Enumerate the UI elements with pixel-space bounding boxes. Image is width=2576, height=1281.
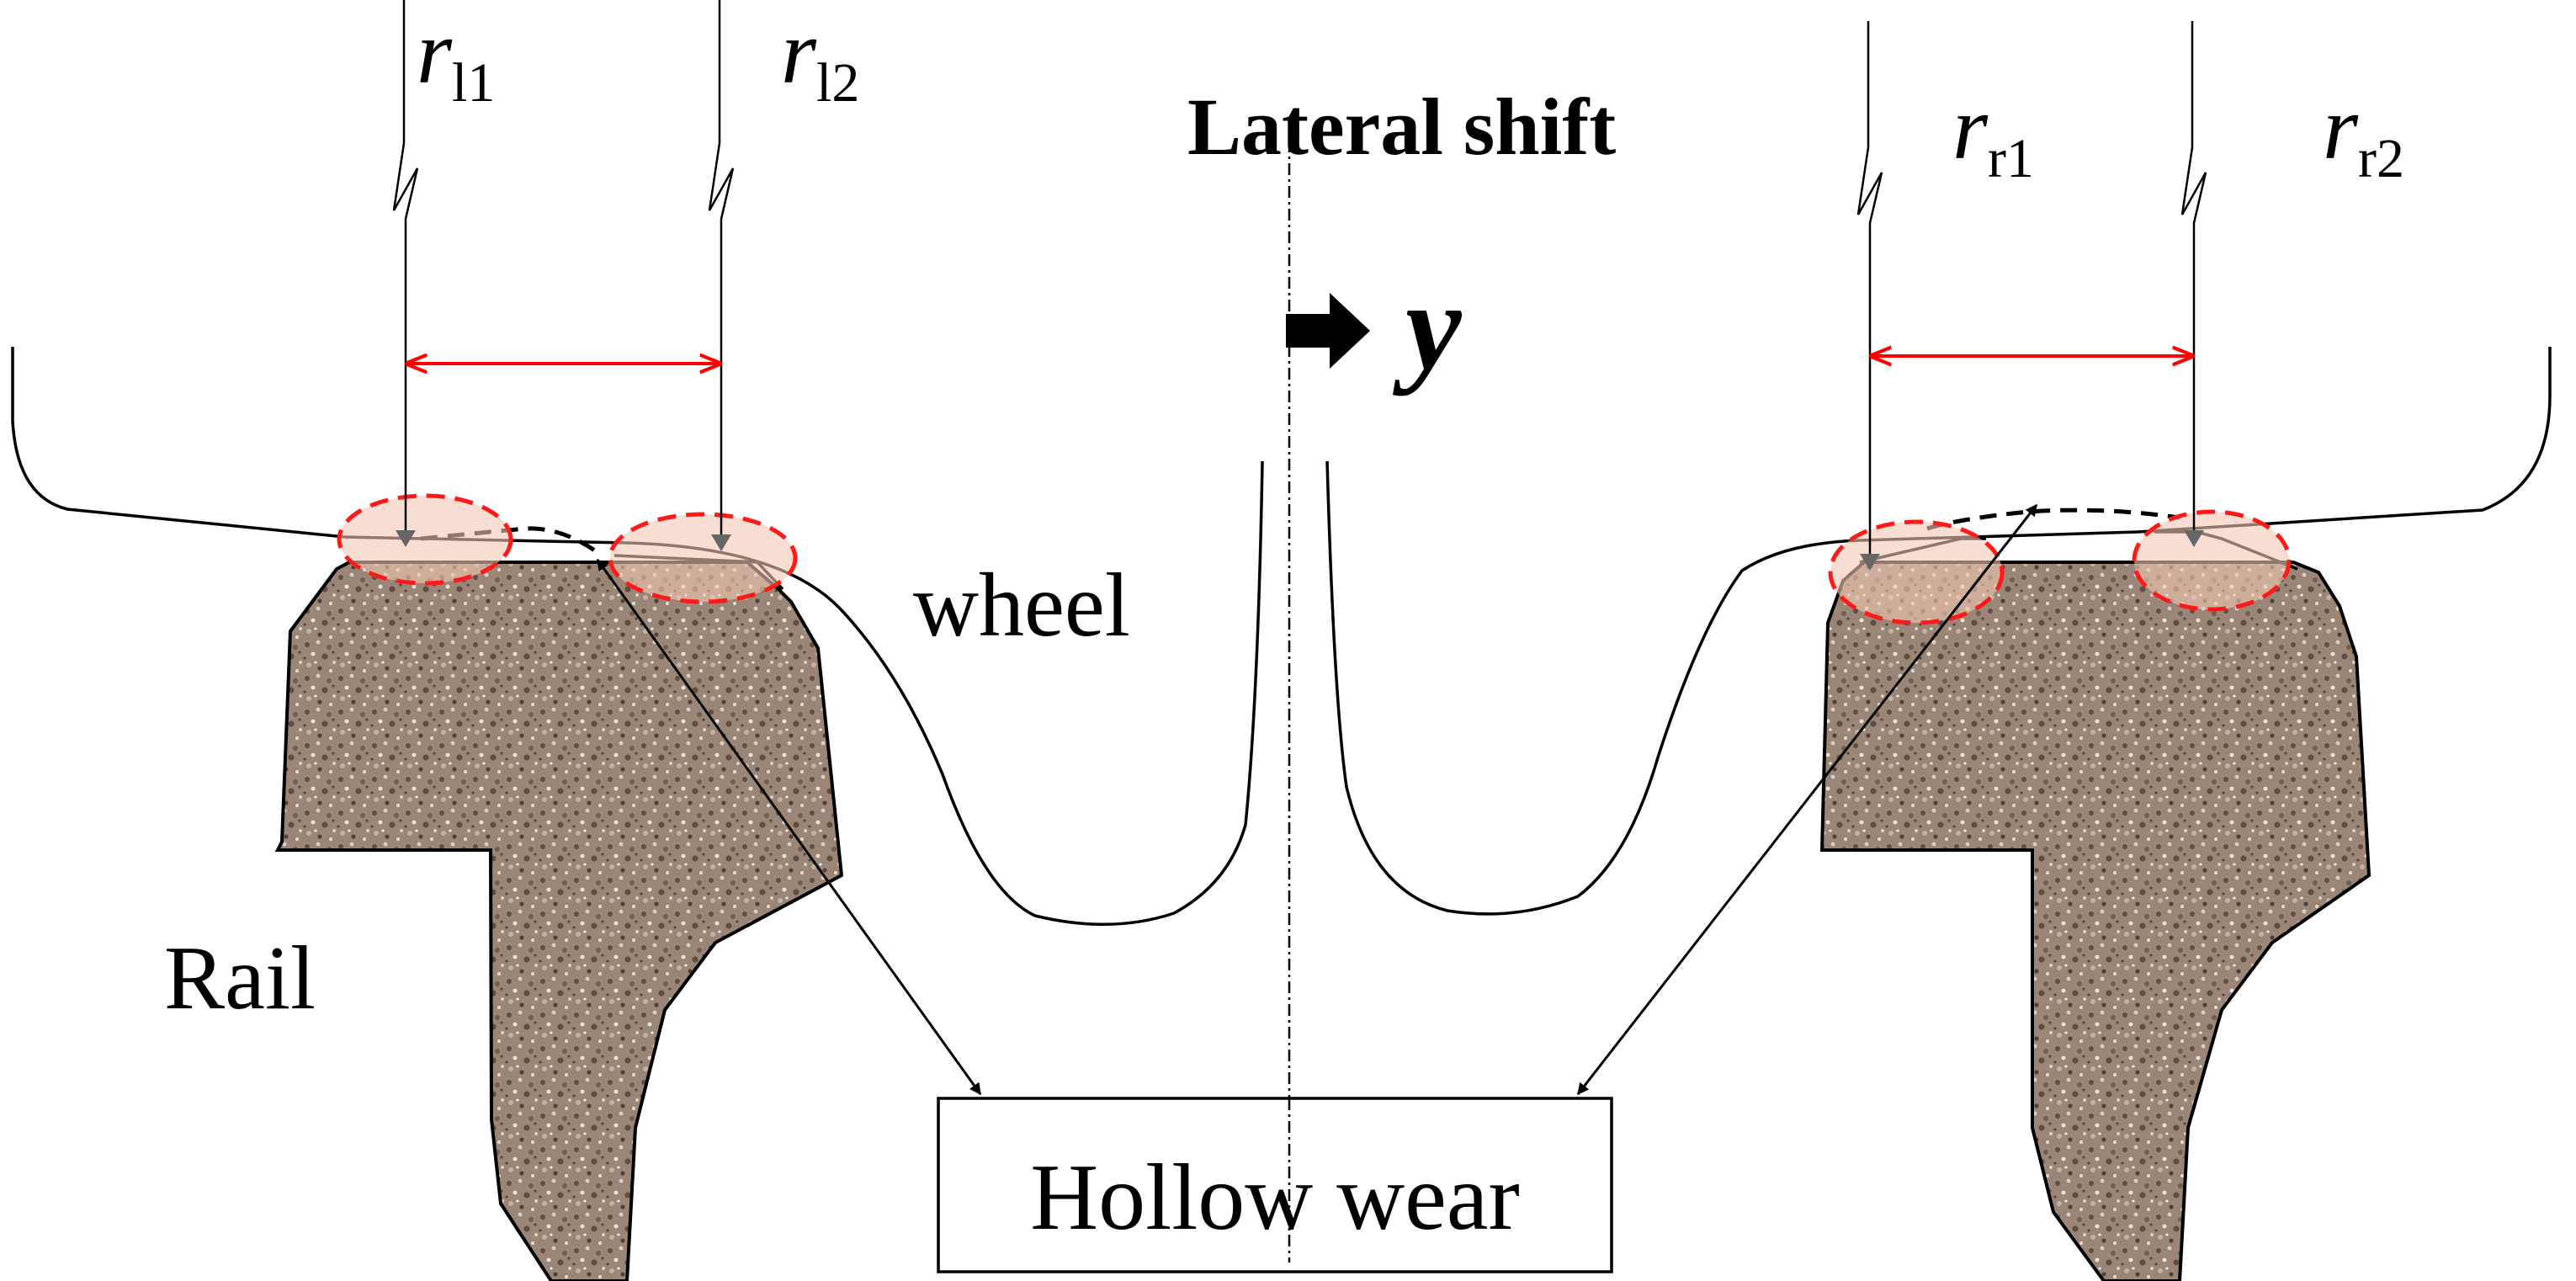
right-original-profile-dashed: [1926, 508, 2180, 531]
label-r-l2: rl2: [781, 3, 859, 114]
hollow-wear-leaders: [596, 503, 2038, 1096]
leader-left-wear: [596, 558, 982, 1096]
lateral-shift-arrow-icon: [1286, 293, 1370, 369]
contact-zone-r1: [1828, 519, 2005, 625]
radius-line-r1: [1856, 21, 1883, 554]
label-r-r2: rr2: [2323, 78, 2404, 189]
contact-zone-l1: [337, 493, 513, 586]
contact-zone-l2: [608, 512, 798, 604]
label-r-r1: rr1: [1952, 78, 2034, 189]
radius-arrowhead-l2: [711, 534, 731, 551]
leader-right-wear: [1576, 503, 2038, 1096]
radius-line-r2: [2180, 21, 2207, 530]
radius-arrowhead-l1: [396, 530, 416, 547]
lateral-shift-label: Lateral shift: [1187, 82, 1616, 172]
rail-label: Rail: [164, 928, 316, 1029]
label-r-l1: rl1: [417, 3, 495, 114]
wheel-label: wheel: [913, 555, 1130, 656]
radius-arrowhead-r2: [2184, 530, 2204, 547]
radius-lines: [392, 0, 2207, 554]
hollow-wear-label: Hollow wear: [1030, 1145, 1520, 1250]
right-rail: [1819, 561, 2372, 1281]
radius-line-l1: [392, 0, 419, 530]
hollow-wear-box: [937, 1097, 1613, 1273]
left-rail: [274, 561, 844, 1281]
y-label: y: [1392, 257, 1463, 396]
radius-line-l2: [708, 0, 735, 534]
contact-zone-r2: [2132, 509, 2292, 612]
